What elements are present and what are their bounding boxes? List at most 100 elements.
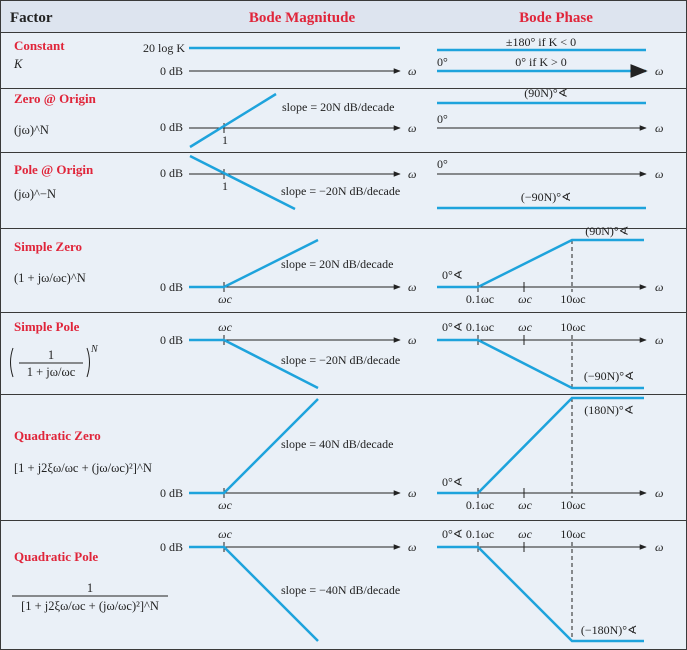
phase-value-label: (90N)°∢ [524,86,568,100]
zero-db-label: 0 dB [160,280,183,294]
zero-db-label: 0 dB [160,120,183,134]
phase-value-label: (−90N)°∢ [521,190,571,204]
omega-label: ω [408,540,416,554]
omega-label: ω [655,167,663,181]
phase-bottom-label: 0° if K > 0 [515,55,567,69]
phase-curve [437,396,644,495]
factor-name: Quadratic Pole [14,549,98,564]
omega-c-label: ωc [518,320,532,334]
row-simple-zero: Simple Zero (1 + jω/ωc)^N 0 dB ω ωc slop… [14,224,663,306]
factor-name: Quadratic Zero [14,428,101,443]
header-factor: Factor [10,10,53,26]
phase-curve [437,545,644,643]
phase-value-label: (90N)°∢ [585,224,629,238]
factor-expr: (jω)^−N [14,187,56,201]
mag-tick-label: 1 [222,133,228,147]
omega-c-label: ωc [218,498,232,512]
omega-c-label: ωc [518,498,532,512]
omega-label: ω [408,333,416,347]
omega-c-label: ωc [218,320,232,334]
zero-deg-label: 0° [437,157,448,171]
mag-slope-label: slope = −20N dB/decade [281,353,400,367]
header-magnitude: Bode Magnitude [249,10,356,26]
factor-name: Simple Zero [14,239,82,254]
omega-c-label: ωc [518,527,532,541]
zero-deg-label: 0° [437,55,448,69]
zero-deg-label: 0°∢ [442,320,463,334]
zero-db-label: 0 dB [160,333,183,347]
omega-label: ω [655,486,663,500]
ten-wc-label: 10ωc [560,527,585,541]
zero-db-label: 0 dB [160,486,183,500]
omega-c-label: ωc [218,527,232,541]
omega-c-label: ωc [518,292,532,306]
mag-curve [189,154,296,211]
phase-value-label: (180N)°∢ [584,403,634,417]
phase-curve [437,238,644,289]
row-pole-origin: Pole @ Origin (jω)^−N 0 dB ω 1 slope = −… [14,154,663,211]
zero-db-label: 0 dB [160,166,183,180]
expr-denominator: [1 + j2ξω/ωc + (jω/ωc)²]^N [21,599,159,613]
ten-wc-label: 10ωc [560,498,585,512]
expr-numerator: 1 [87,581,93,595]
mag-slope-label: slope = 20N dB/decade [282,100,394,114]
tenth-wc-label: 0.1ωc [466,292,494,306]
phase-curve [437,338,644,390]
zero-deg-label: 0° [437,112,448,126]
mag-curve [189,238,319,289]
factor-name: Zero @ Origin [14,91,97,106]
mag-slope-label: slope = 40N dB/decade [281,437,393,451]
omega-label: ω [655,333,663,347]
factor-name: Simple Pole [14,319,80,334]
mag-curve [189,92,277,149]
mag-curve [189,545,319,642]
zero-db-label: 0 dB [160,540,183,554]
mag-tick-label: 1 [222,179,228,193]
omega-label: ω [408,167,416,181]
factor-expr: (1 + jω/ωc)^N [14,271,86,285]
factor-name: Pole @ Origin [14,162,94,177]
omega-label: ω [408,280,416,294]
mag-curve [189,338,319,390]
zero-db-label: 0 dB [160,64,183,78]
omega-label: ω [408,64,416,78]
tenth-wc-label: 0.1ωc [466,320,494,334]
phase-value-label: (−180N)°∢ [581,623,637,637]
ten-wc-label: 10ωc [560,320,585,334]
factor-name: Constant [14,38,65,53]
header-phase: Bode Phase [519,10,593,26]
factor-expr: K [13,57,23,71]
right-paren [86,347,90,378]
mag-slope-label: slope = −20N dB/decade [281,184,400,198]
factor-expr: [1 + j2ξω/ωc + (jω/ωc)²]^N [14,461,152,475]
zero-deg-label: 0°∢ [442,527,463,541]
omega-label: ω [655,64,663,78]
zero-deg-label: 0°∢ [442,268,463,282]
omega-label: ω [655,280,663,294]
factor-expr: 1 1 + jω/ωc N [10,344,99,379]
mag-level-label: 20 log K [143,41,185,55]
expr-numerator: 1 [48,348,54,362]
mag-slope-label: slope = −40N dB/decade [281,583,400,597]
phase-value-label: (−90N)°∢ [584,369,634,383]
row-constant: Constant K 20 log K 0 dB ω ±180° if K < … [13,35,663,78]
omega-label: ω [655,540,663,554]
omega-c-label: ωc [218,292,232,306]
factor-expr: 1 [1 + j2ξω/ωc + (jω/ωc)²]^N [12,581,168,613]
tenth-wc-label: 0.1ωc [466,527,494,541]
omega-label: ω [655,121,663,135]
tenth-wc-label: 0.1ωc [466,498,494,512]
mag-curve [189,398,319,495]
zero-deg-label: 0°∢ [442,475,463,489]
omega-label: ω [408,486,416,500]
expr-denominator: 1 + jω/ωc [27,365,76,379]
mag-slope-label: slope = 20N dB/decade [281,257,393,271]
row-zero-origin: Zero @ Origin (jω)^N 0 dB ω 1 slope = 20… [14,86,663,149]
omega-label: ω [408,121,416,135]
row-quadratic-pole: Quadratic Pole 1 [1 + j2ξω/ωc + (jω/ωc)²… [12,527,663,643]
ten-wc-label: 10ωc [560,292,585,306]
expr-power: N [90,344,99,355]
header-bg [0,0,687,32]
